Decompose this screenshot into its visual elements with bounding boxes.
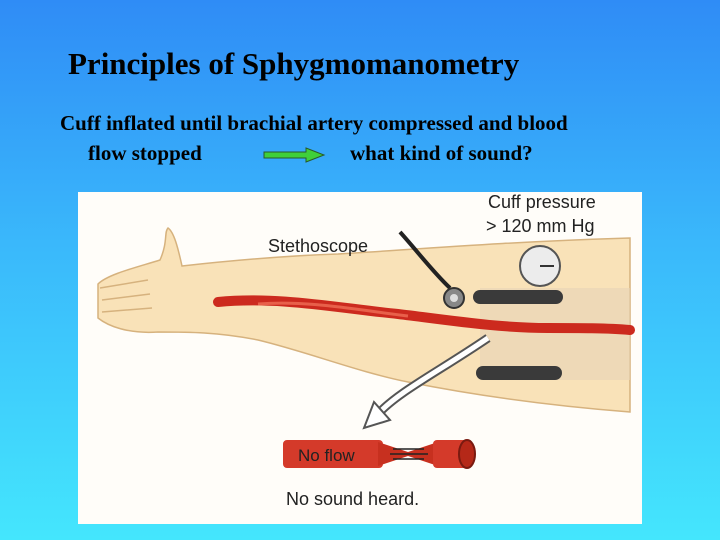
vessel-left [283, 440, 383, 468]
description-line-2-left: flow stopped [88, 141, 202, 165]
slide-title: Principles of Sphygmomanometry [68, 46, 520, 81]
cuff-tube-upper [473, 290, 563, 304]
cuff-pressure-label: Cuff pressure [488, 192, 596, 212]
no-sound-label: No sound heard. [286, 489, 419, 509]
sphygmomanometry-figure: Stethoscope Cuff pressure > 120 mm Hg No… [78, 192, 642, 524]
stethoscope-label: Stethoscope [268, 236, 368, 256]
arm-illustration: Stethoscope Cuff pressure > 120 mm Hg No… [97, 192, 635, 509]
no-flow-label: No flow [298, 446, 355, 465]
stethoscope-tube [398, 230, 452, 290]
finger-lines [99, 279, 153, 313]
description-line-2-right: what kind of sound? [350, 141, 533, 165]
cuff-pressure-value: > 120 mm Hg [486, 216, 595, 236]
right-arrow-icon [263, 147, 326, 163]
description-line-1: Cuff inflated until brachial artery comp… [60, 111, 568, 135]
cuff-tube-lower [476, 366, 562, 380]
